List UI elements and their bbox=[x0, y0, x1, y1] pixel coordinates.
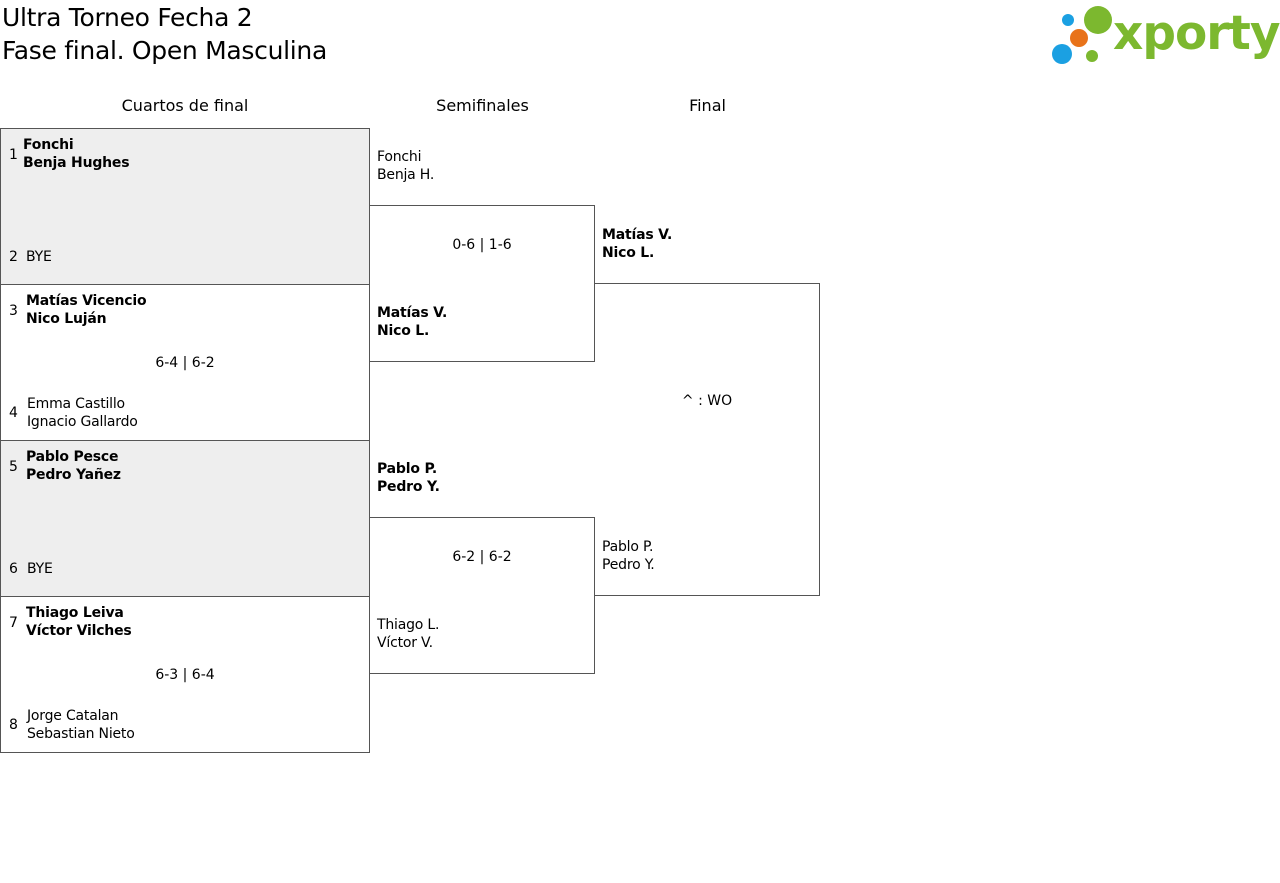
player-name: Nico L. bbox=[602, 245, 655, 261]
final-team-bottom: Pablo P. Pedro Y. bbox=[602, 538, 655, 574]
bye-label: BYE bbox=[27, 561, 53, 577]
team-bottom: Jorge Catalan Sebastian Nieto bbox=[27, 707, 135, 743]
player-name: Sebastian Nieto bbox=[27, 726, 135, 742]
match-score: 6-4 | 6-2 bbox=[155, 355, 215, 371]
player-name: Thiago Leiva bbox=[26, 605, 124, 621]
round-header-semifinals: Semifinales bbox=[436, 96, 529, 115]
player-name: Thiago L. bbox=[377, 617, 440, 633]
logo-dot-blue-small bbox=[1062, 14, 1074, 26]
seed-number: 3 bbox=[9, 303, 18, 319]
player-name: Benja H. bbox=[377, 167, 435, 183]
team-top: Pablo Pesce Pedro Yañez bbox=[26, 448, 121, 484]
semifinal-2-team-bottom: Thiago L. Víctor V. bbox=[377, 616, 439, 652]
xporty-logo[interactable]: xporty bbox=[1050, 4, 1280, 68]
match-quarterfinal-3[interactable]: 5 Pablo Pesce Pedro Yañez 6 BYE bbox=[0, 440, 370, 597]
seed-number: 1 bbox=[9, 147, 18, 163]
match-score: ^ : WO bbox=[681, 393, 733, 409]
match-semifinal-2[interactable]: 6-2 | 6-2 bbox=[370, 517, 595, 674]
match-score: 0-6 | 1-6 bbox=[452, 237, 512, 253]
round-header-quarterfinals: Cuartos de final bbox=[121, 96, 249, 115]
player-name: Fonchi bbox=[377, 149, 422, 165]
match-quarterfinal-1[interactable]: 1 Fonchi Benja Hughes 2 BYE bbox=[0, 128, 370, 285]
semifinal-2-team-top: Pablo P. Pedro Y. bbox=[377, 460, 440, 496]
semifinal-1-team-bottom: Matías V. Nico L. bbox=[377, 304, 447, 340]
bye-label: BYE bbox=[26, 249, 52, 265]
round-header-final: Final bbox=[689, 96, 726, 115]
seed-number: 6 bbox=[9, 561, 18, 577]
team-bottom: BYE bbox=[26, 248, 52, 266]
player-name: Emma Castillo bbox=[27, 396, 125, 412]
match-score: 6-2 | 6-2 bbox=[452, 549, 512, 565]
final-team-top: Matías V. Nico L. bbox=[602, 226, 672, 262]
match-final[interactable]: ^ : WO bbox=[595, 283, 820, 596]
logo-dot-orange bbox=[1070, 29, 1088, 47]
page-subtitle: Fase final. Open Masculina bbox=[2, 36, 327, 65]
match-score: 6-3 | 6-4 bbox=[155, 667, 215, 683]
logo-dot-green bbox=[1084, 6, 1112, 34]
player-name: Ignacio Gallardo bbox=[27, 414, 138, 430]
player-name: Matías V. bbox=[602, 227, 673, 243]
player-name: Pablo Pesce bbox=[26, 449, 119, 465]
logo-dot-green-small bbox=[1086, 50, 1098, 62]
player-name: Fonchi bbox=[23, 137, 74, 153]
team-top: Fonchi Benja Hughes bbox=[23, 136, 130, 172]
player-name: Pablo P. bbox=[602, 539, 654, 555]
seed-number: 4 bbox=[9, 405, 18, 421]
match-quarterfinal-2[interactable]: 3 Matías Vicencio Nico Luján 6-4 | 6-2 4… bbox=[0, 284, 370, 441]
player-name: Pedro Yañez bbox=[26, 467, 121, 483]
logo-wordmark: xporty bbox=[1113, 6, 1280, 61]
seed-number: 8 bbox=[9, 717, 18, 733]
player-name: Jorge Catalan bbox=[27, 708, 119, 724]
seed-number: 7 bbox=[9, 615, 18, 631]
player-name: Pedro Y. bbox=[377, 479, 440, 495]
player-name: Nico L. bbox=[377, 323, 430, 339]
player-name: Nico Luján bbox=[26, 311, 107, 327]
seed-number: 5 bbox=[9, 459, 18, 475]
seed-number: 2 bbox=[9, 249, 18, 265]
player-name: Matías V. bbox=[377, 305, 448, 321]
team-bottom: BYE bbox=[27, 560, 53, 578]
player-name: Benja Hughes bbox=[23, 155, 130, 171]
match-quarterfinal-4[interactable]: 7 Thiago Leiva Víctor Vilches 6-3 | 6-4 … bbox=[0, 596, 370, 753]
logo-dot-blue bbox=[1052, 44, 1072, 64]
semifinal-1-team-top: Fonchi Benja H. bbox=[377, 148, 434, 184]
match-semifinal-1[interactable]: 0-6 | 1-6 bbox=[370, 205, 595, 362]
player-name: Víctor V. bbox=[377, 635, 433, 651]
page-title: Ultra Torneo Fecha 2 bbox=[2, 3, 253, 32]
team-top: Thiago Leiva Víctor Vilches bbox=[26, 604, 132, 640]
player-name: Víctor Vilches bbox=[26, 623, 132, 639]
team-top: Matías Vicencio Nico Luján bbox=[26, 292, 147, 328]
team-bottom: Emma Castillo Ignacio Gallardo bbox=[27, 395, 138, 431]
player-name: Pablo P. bbox=[377, 461, 438, 477]
player-name: Pedro Y. bbox=[602, 557, 655, 573]
player-name: Matías Vicencio bbox=[26, 293, 147, 309]
